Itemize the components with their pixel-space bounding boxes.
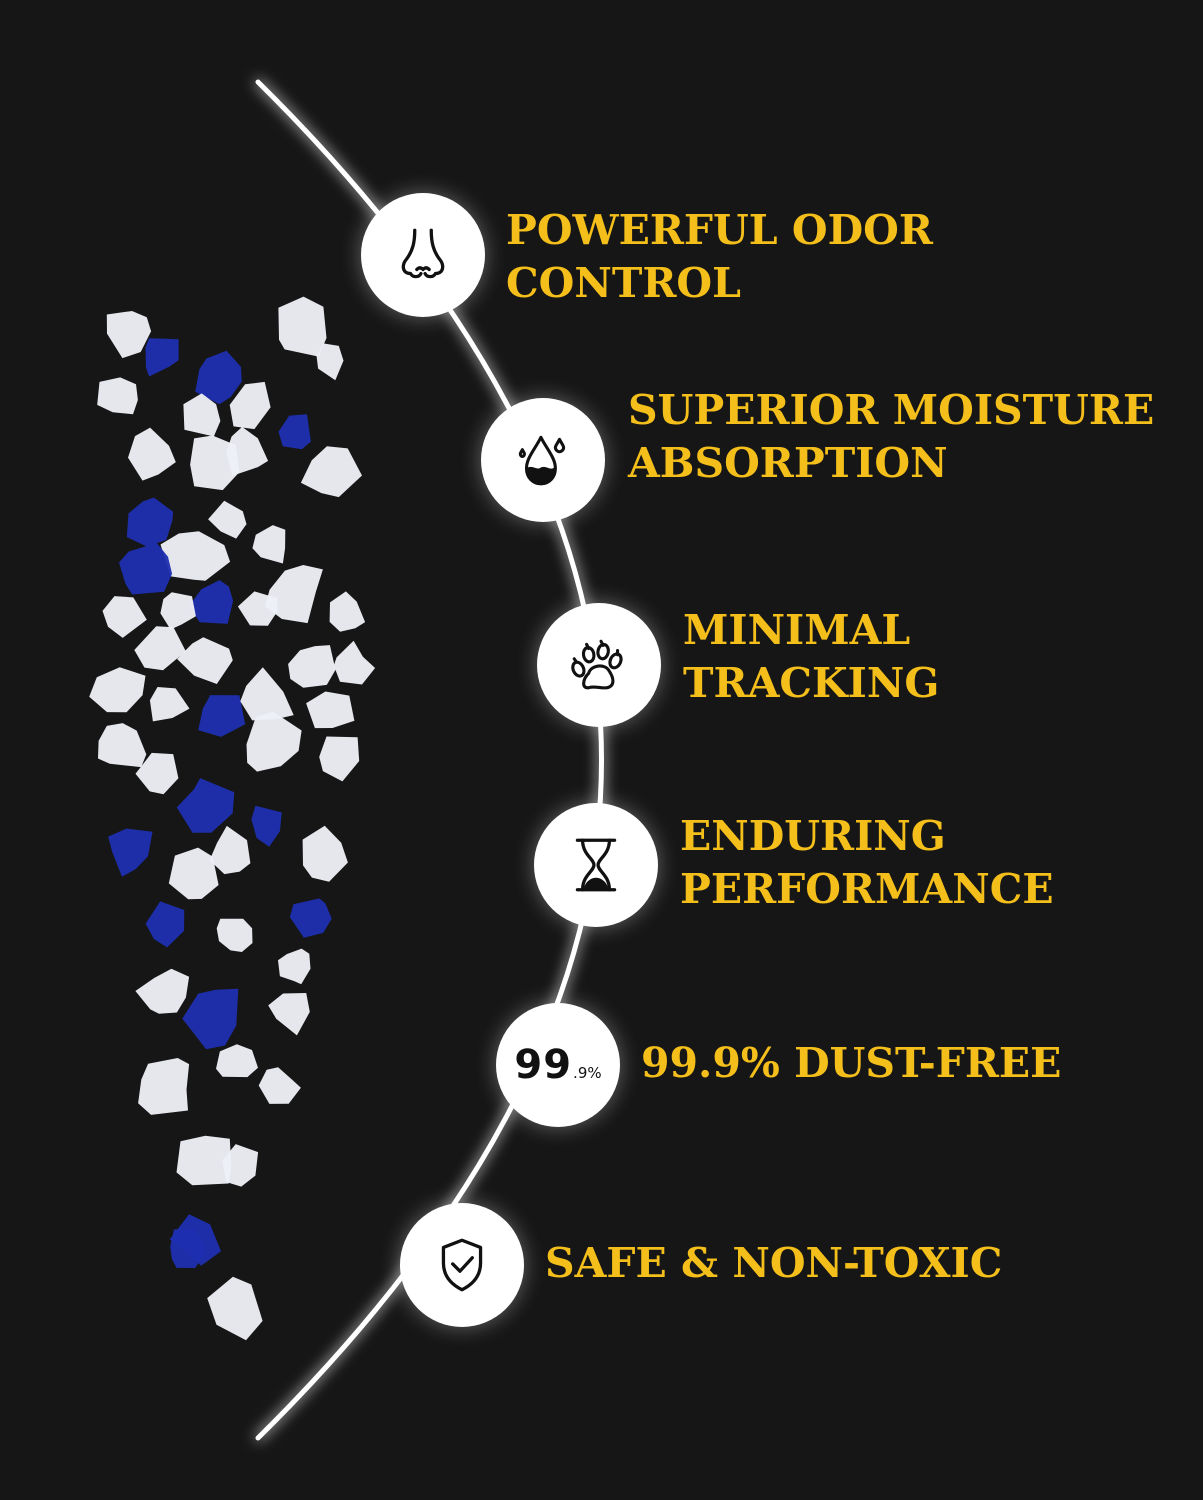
- crystal-granules: [89, 296, 376, 1341]
- crystal-blue: [119, 543, 173, 595]
- feature-label-odor: POWERFUL ODOR CONTROL: [506, 206, 933, 307]
- crystal-white: [207, 1276, 263, 1341]
- crystal-white: [306, 691, 355, 729]
- feature-label-performance: ENDURING PERFORMANCE: [680, 812, 1054, 913]
- feature-label-moisture: SUPERIOR MOISTURE ABSORPTION: [628, 386, 1155, 487]
- crystal-white: [226, 426, 269, 476]
- crystal-white: [222, 1144, 259, 1187]
- crystal-white: [288, 645, 336, 688]
- crystal-white: [268, 993, 310, 1036]
- crystal-blue: [145, 338, 179, 377]
- crystal-white: [89, 667, 146, 713]
- crystal-white: [97, 377, 138, 415]
- crystal-white: [128, 427, 176, 481]
- feature-label-dust-free: 99.9% DUST-FREE: [641, 1039, 1062, 1087]
- crystal-blue: [189, 580, 234, 624]
- crystal-white: [209, 825, 251, 875]
- water-drop-icon: [481, 398, 605, 522]
- crystal-white: [319, 736, 360, 782]
- crystal-white: [278, 948, 311, 985]
- crystal-blue: [278, 414, 311, 450]
- crystal-white: [252, 525, 286, 564]
- crystal-white: [216, 1044, 258, 1078]
- crystal-white: [333, 640, 376, 685]
- crystal-white: [229, 381, 271, 430]
- crystal-white: [246, 711, 302, 772]
- crystal-white: [149, 687, 190, 722]
- crystal-blue: [176, 778, 235, 833]
- crystal-white: [316, 343, 344, 381]
- crystal-white: [98, 723, 147, 768]
- crystal-blue: [145, 901, 185, 948]
- crystal-blue: [195, 350, 242, 405]
- crystal-blue: [170, 1229, 206, 1268]
- crystal-white: [208, 500, 247, 539]
- crystal-white: [135, 752, 179, 795]
- percent-badge-icon: 99.9%: [496, 1003, 620, 1127]
- crystal-white: [216, 918, 253, 952]
- crystal-white: [300, 446, 362, 498]
- feature-label-safe: SAFE & NON-TOXIC: [545, 1239, 1003, 1287]
- crystal-blue: [251, 805, 282, 847]
- crystal-white: [177, 637, 233, 684]
- crystal-white: [258, 1067, 301, 1104]
- crystal-white: [138, 1058, 190, 1115]
- crystal-white: [106, 311, 152, 359]
- crystal-white: [160, 592, 196, 630]
- crystal-white: [302, 825, 348, 882]
- crystal-white: [160, 531, 231, 581]
- crystal-blue: [198, 695, 246, 737]
- crystal-blue: [289, 898, 332, 938]
- hourglass-icon: [534, 803, 658, 927]
- percent-badge: 99.9%: [514, 1042, 602, 1088]
- crystal-white: [176, 1135, 232, 1186]
- crystal-blue: [108, 828, 153, 877]
- crystal-white: [265, 565, 323, 624]
- crystal-white: [329, 591, 366, 632]
- crystal-white: [102, 596, 147, 638]
- paw-print-icon: [537, 603, 661, 727]
- crystal-white: [134, 626, 186, 671]
- crystal-white: [237, 591, 278, 626]
- crystal-white: [278, 296, 327, 357]
- nose-icon: [361, 193, 485, 317]
- crystal-white: [135, 968, 190, 1014]
- crystal-white: [183, 393, 221, 437]
- crystal-blue: [182, 988, 239, 1050]
- crystal-white: [168, 847, 219, 900]
- crystal-white: [190, 435, 240, 491]
- feature-label-tracking: MINIMAL TRACKING: [683, 606, 940, 707]
- crystal-white: [240, 667, 294, 721]
- shield-check-icon: [400, 1203, 524, 1327]
- crystal-blue: [126, 497, 174, 547]
